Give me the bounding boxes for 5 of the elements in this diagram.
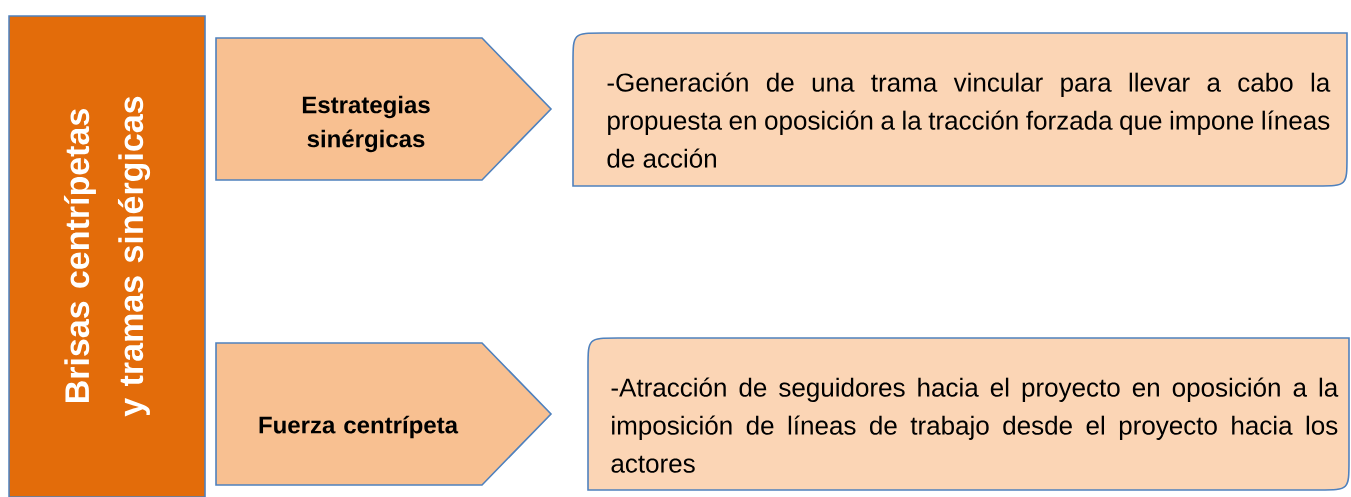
arrow-box: Fuerza centrípeta [215,342,553,486]
title-band: Brisas centrípetas y tramas sinérgicas [8,15,206,497]
text-card: -Generación de una trama vincular para llevar a cabo la propuesta en oposición a la tracción forzada que impone líneas de acción [572,32,1348,187]
arrow-box: Estrategias sinérgicas [215,37,553,181]
text-card: -Atracción de seguidores hacia el proyecto en oposición a la imposición de líneas de trabajo desde el proyecto hacia los actores [587,337,1350,491]
